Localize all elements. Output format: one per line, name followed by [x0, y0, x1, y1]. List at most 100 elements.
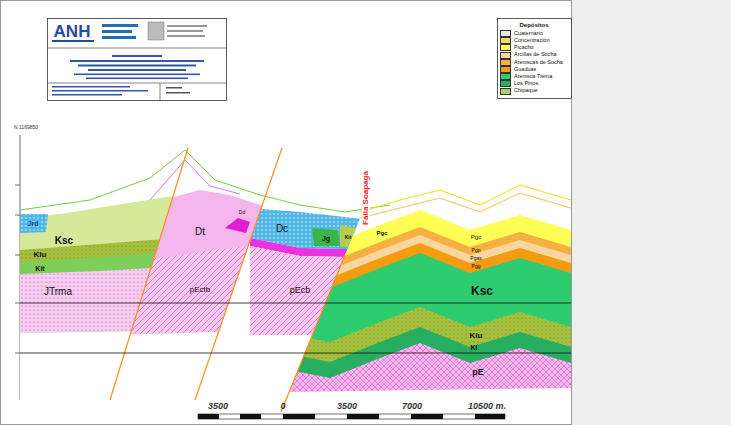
- legend-swatch: [500, 66, 511, 73]
- pe-unit: [280, 343, 571, 400]
- legend-swatch: [500, 37, 511, 44]
- blank-depth: [110, 330, 290, 400]
- title-divider: [48, 48, 227, 49]
- title-text-bar: [74, 74, 200, 76]
- legend-text: Concentración: [514, 38, 549, 44]
- legend-swatch: [500, 30, 511, 37]
- legend-text: Chipaque: [514, 88, 538, 94]
- scale-segment: [198, 414, 219, 419]
- fault-line: [195, 148, 282, 400]
- ksc-unit: [280, 253, 571, 400]
- legend: CuaternarioConcentraciónPicachoArcillas …: [500, 30, 570, 95]
- legend-entry: Arcillas de Socha: [500, 52, 570, 59]
- side-panel: [572, 0, 731, 425]
- unit-code: Pgas: [470, 256, 481, 261]
- legend-entry: Picacho: [500, 44, 570, 51]
- unit-code: pE: [472, 368, 484, 377]
- unit-code: Dc: [276, 224, 288, 234]
- scale-segment: [283, 414, 315, 419]
- kl-unit: [280, 327, 571, 400]
- title-frame: [48, 19, 227, 101]
- pgg-unit: [280, 243, 571, 400]
- logo-text-bar: [102, 36, 136, 39]
- logo-text-bar: [102, 24, 138, 27]
- sheet-frame: [1, 1, 572, 425]
- unit-code: pEctb: [190, 286, 210, 294]
- unit-code: Ksc: [471, 285, 493, 297]
- credit-text-bar: [52, 90, 148, 92]
- title-text-bar: [78, 65, 196, 67]
- surface-line: [360, 193, 571, 218]
- coordinate-label: N 1169850: [14, 125, 38, 130]
- title-text-bar: [70, 60, 204, 62]
- folded-block: [280, 210, 571, 400]
- unit-code: Kl: [471, 344, 478, 351]
- emblem: [148, 22, 164, 40]
- emblem-text-bar: [167, 25, 207, 27]
- scale-segment: [347, 414, 379, 419]
- logo-text-bar: [102, 30, 132, 33]
- topographic-lines: [20, 150, 571, 218]
- legend-entry: Concentración: [500, 37, 570, 44]
- unit-code: Pgc: [376, 230, 387, 236]
- title-text-bar: [86, 78, 188, 80]
- title-divider: [160, 83, 161, 101]
- emblem-text-bar: [167, 35, 205, 37]
- legend-title: Depósitos: [519, 22, 548, 28]
- legend-swatch: [500, 80, 511, 87]
- pgp-unit: [280, 227, 571, 400]
- legend-entry: Arenisca Tierna: [500, 73, 570, 80]
- unit-code: Dd: [239, 210, 245, 215]
- legend-text: Los Pinos: [514, 81, 538, 87]
- legend-entry: Areniscas de Socha: [500, 59, 570, 66]
- fault-line: [281, 255, 345, 412]
- legend-swatch: [500, 44, 511, 51]
- title-text-bar: [112, 55, 162, 57]
- unit-code: Jg: [322, 235, 330, 242]
- datum-line: [20, 303, 571, 304]
- emblem-text-bar: [167, 30, 203, 32]
- legend-entry: Guaduas: [500, 66, 570, 73]
- scale-label: 10500 m.: [468, 402, 506, 411]
- surface-line: [20, 150, 390, 212]
- date-text-bar: [166, 87, 182, 89]
- unit-code: Jrd: [28, 220, 39, 227]
- axis-ticks: [15, 185, 20, 353]
- credit-text-bar: [52, 94, 122, 96]
- surface-line: [150, 160, 240, 200]
- blank-depth: [280, 388, 571, 400]
- scale-bar: [198, 414, 505, 419]
- logo-text: ANH: [54, 23, 91, 40]
- unit-code: Kit: [345, 235, 352, 240]
- reference-lines: [20, 303, 571, 353]
- legend-text: Cuaternario: [514, 31, 543, 37]
- datum-line: [20, 353, 571, 354]
- title-divider: [48, 83, 227, 84]
- unit-code: Pgg: [472, 264, 481, 269]
- scale-label: 7000: [402, 402, 422, 411]
- scale-frame: [198, 414, 505, 419]
- legend-entry: Chipaque: [500, 88, 570, 95]
- date-text-bar: [166, 92, 190, 94]
- title-text-bar: [88, 69, 186, 71]
- legend-text: Arenisca Tierna: [514, 74, 552, 80]
- legend-text: Guaduas: [514, 67, 536, 73]
- legend-swatch: [500, 73, 511, 80]
- unit-code: Dt: [195, 227, 205, 237]
- fault-name: Falla Soapaga: [362, 170, 370, 226]
- fault-line: [110, 148, 188, 400]
- unit-code: JTrma: [44, 287, 72, 297]
- scale-label: 0: [280, 402, 285, 411]
- unit-code: pEcb: [290, 286, 311, 295]
- left-axis: [15, 135, 20, 400]
- scale-label: 3500: [337, 402, 357, 411]
- unit-code: Klu: [34, 251, 47, 259]
- legend-entry: Los Pinos: [500, 80, 570, 87]
- jg-unit: [312, 228, 340, 246]
- pgas-unit: [280, 235, 571, 400]
- title-block: [48, 19, 227, 101]
- legend-entry: Cuaternario: [500, 30, 570, 37]
- unit-code: Pgp: [472, 248, 481, 253]
- legend-text: Picacho: [514, 45, 534, 51]
